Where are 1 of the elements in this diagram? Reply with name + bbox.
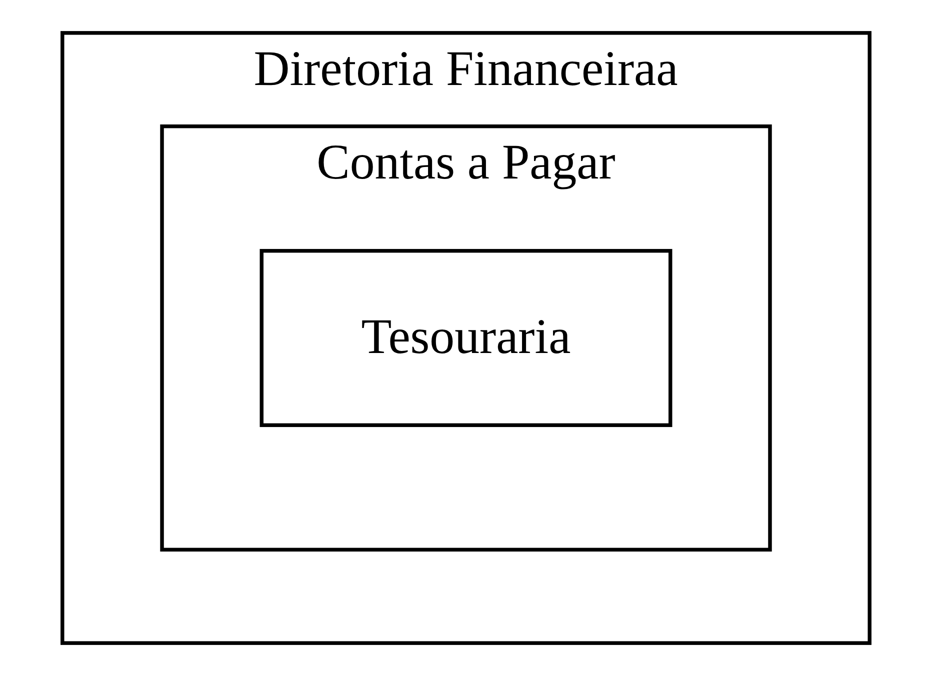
node-box: Tesouraria <box>259 248 672 428</box>
